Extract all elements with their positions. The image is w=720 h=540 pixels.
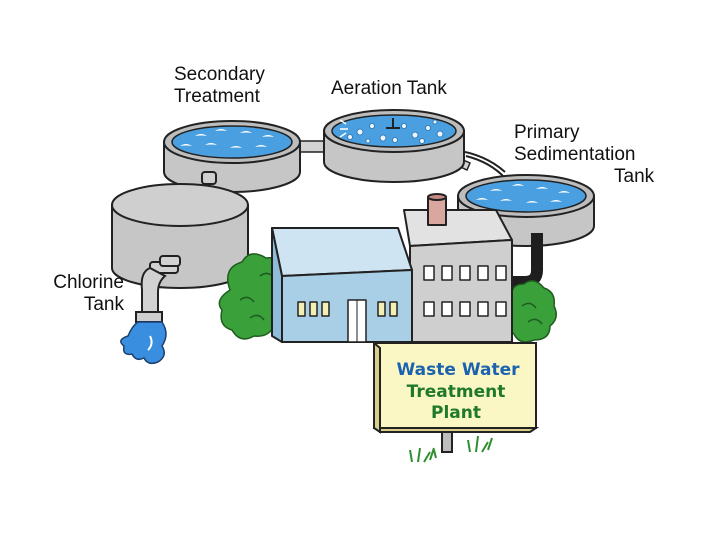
label-secondary-line-1: Secondary — [174, 64, 265, 86]
chimney — [428, 194, 446, 225]
label-primary-sedimentation: Primary Sedimentation Tank — [514, 122, 654, 188]
label-chlorine-tank: Chlorine Tank — [32, 272, 124, 316]
sign-line-2: Treatment — [407, 382, 506, 402]
bush-right — [508, 281, 557, 342]
sign-line-3: Plant — [431, 403, 481, 423]
label-primary-line-2: Sedimentation — [514, 144, 654, 166]
water-splash — [121, 322, 166, 363]
label-secondary-treatment: Secondary Treatment — [174, 64, 265, 108]
secondary-treatment-tank — [164, 121, 300, 192]
label-aeration-tank: Aeration Tank — [331, 78, 447, 100]
label-secondary-line-2: Treatment — [174, 86, 265, 108]
label-primary-line-3: Tank — [514, 166, 654, 188]
plant-building — [272, 194, 512, 342]
aeration-tank — [324, 110, 464, 182]
label-chlorine-line-1: Chlorine — [32, 272, 124, 294]
sign-line-1: Waste Water — [397, 360, 521, 380]
label-primary-line-1: Primary — [514, 122, 654, 144]
label-chlorine-line-2: Tank — [32, 294, 124, 316]
